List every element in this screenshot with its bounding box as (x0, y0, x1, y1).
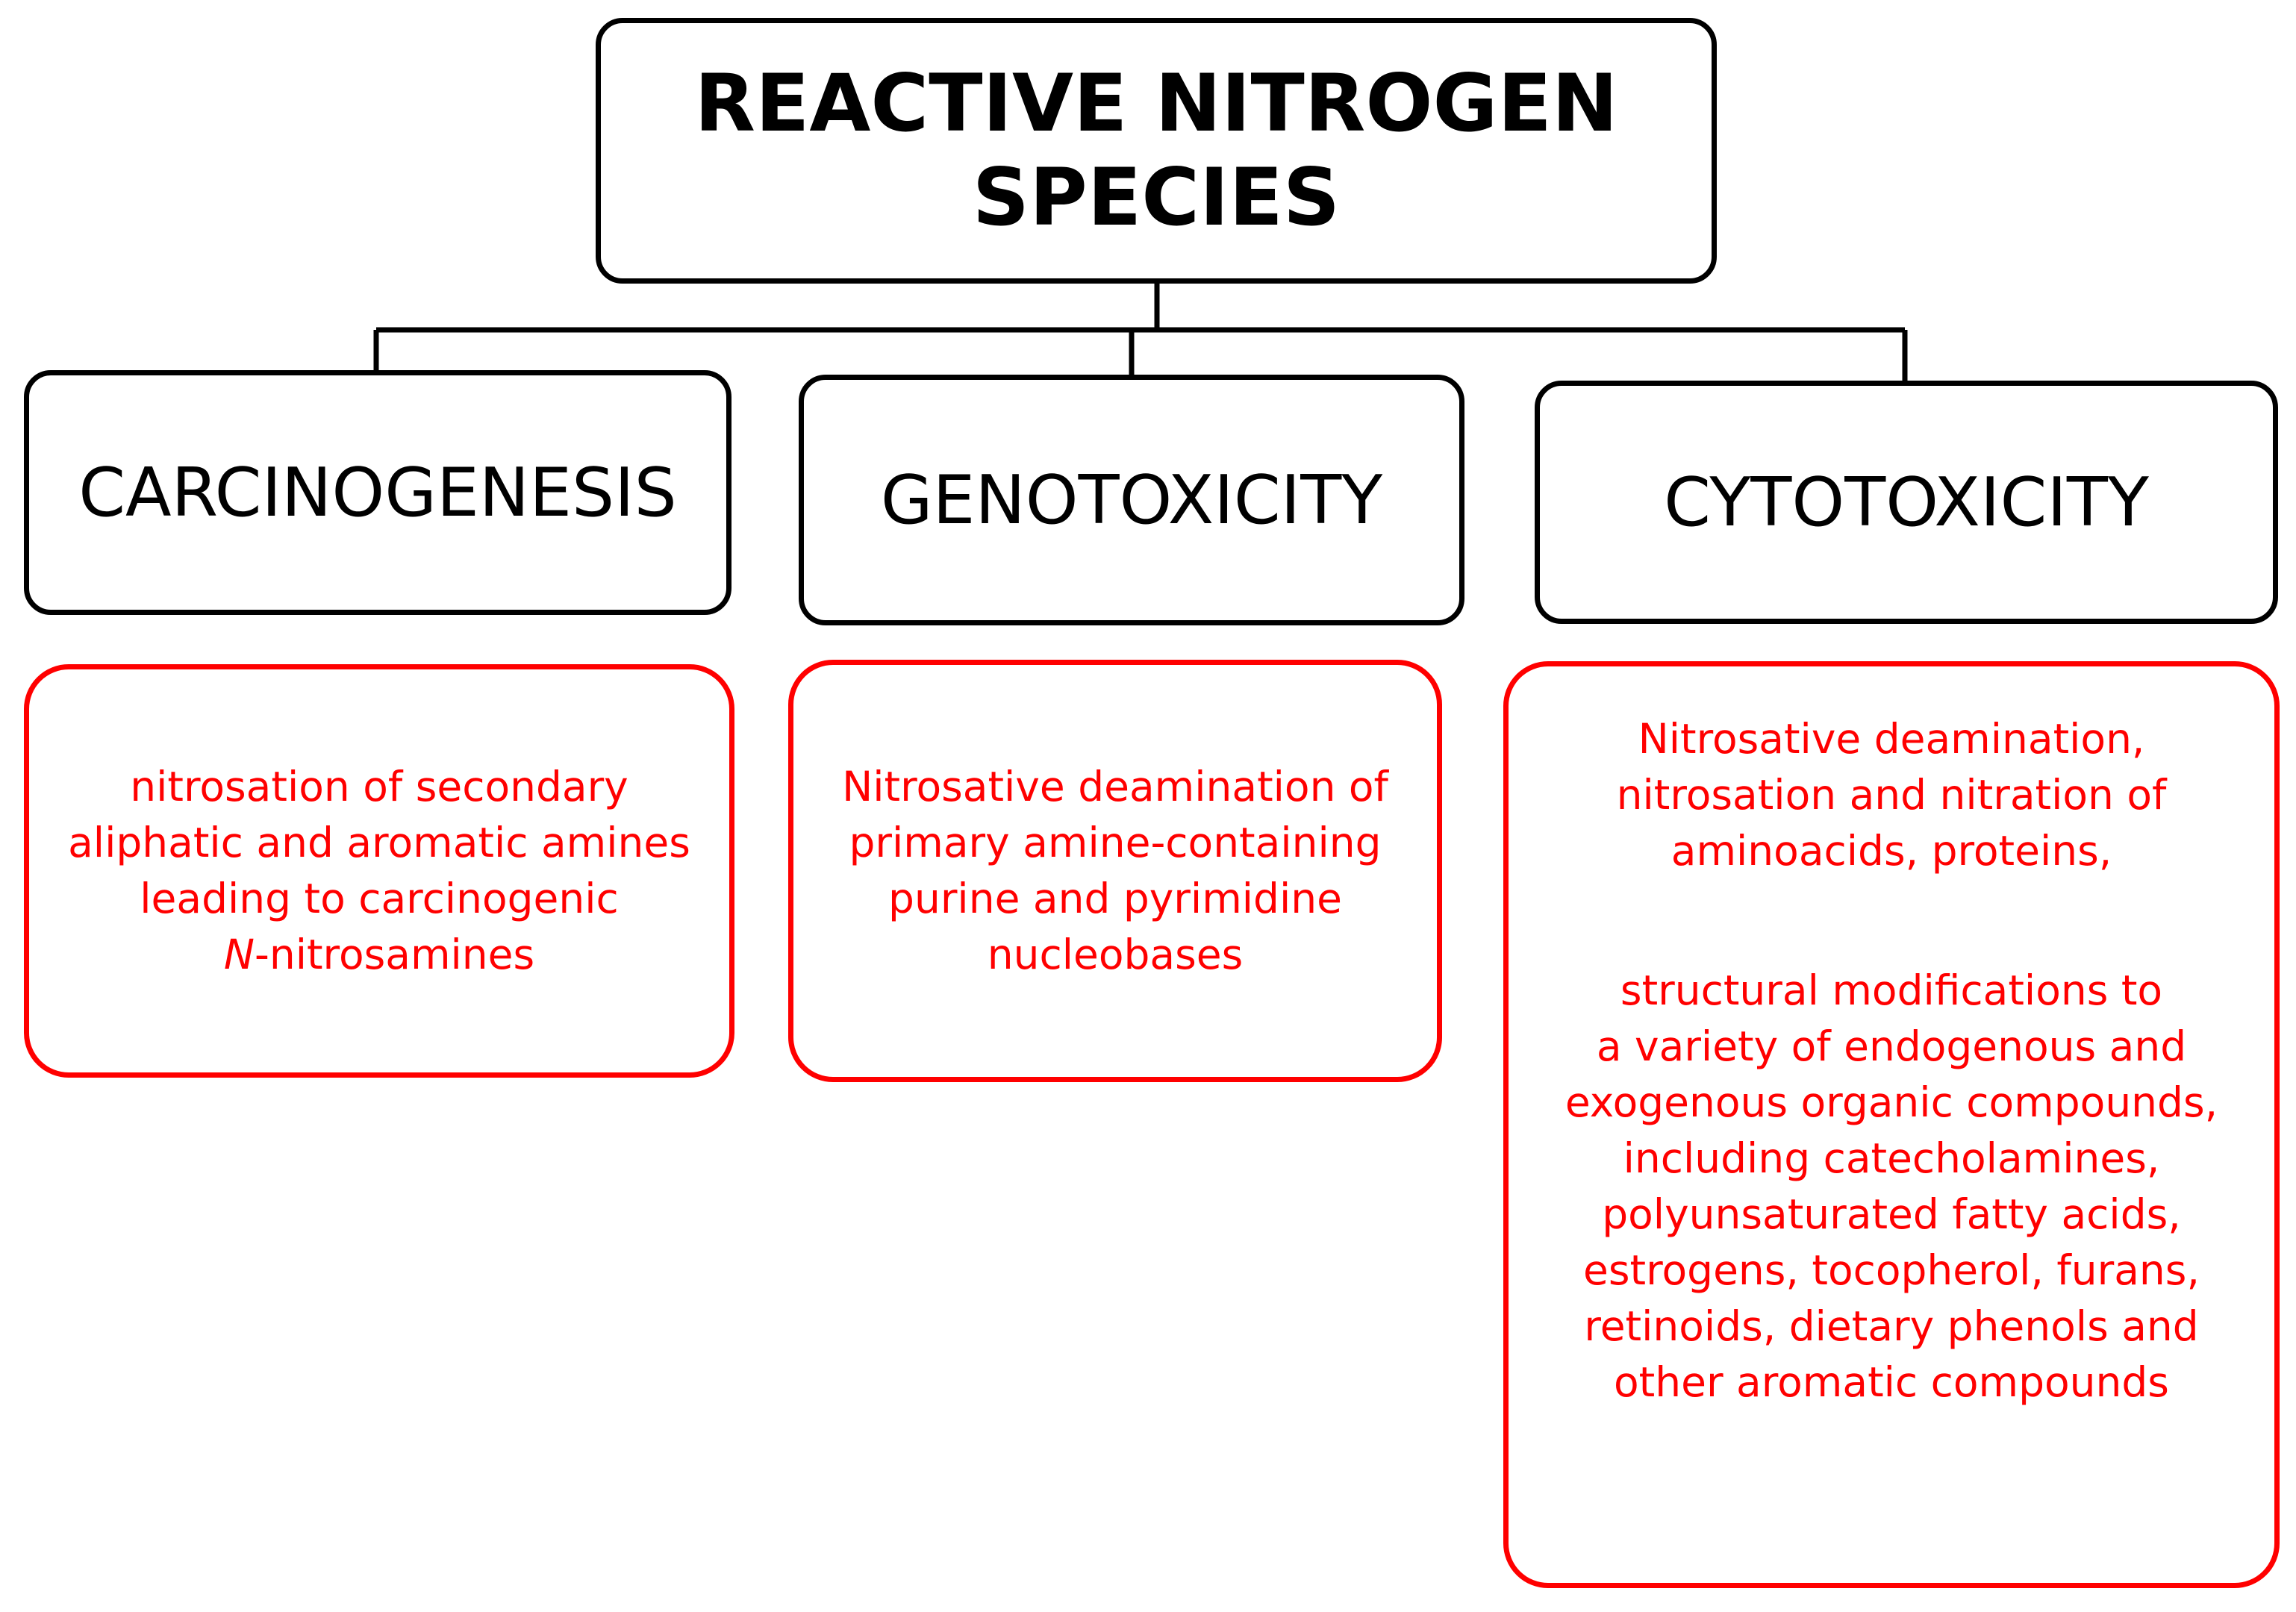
detail-line: including catecholamines, (1623, 1134, 2160, 1182)
category-node-genotoxicity: GENOTOXICITY (799, 375, 1464, 625)
detail-line: aliphatic and aromatic amines (68, 819, 690, 866)
detail-box-genotoxicity: Nitrosative deamination of primary amine… (788, 660, 1442, 1082)
detail-line: Nitrosative deamination, (1638, 715, 2145, 763)
detail-line-nitrosamines: N-nitrosamines (224, 927, 534, 983)
detail-line: polyunsaturated fatty acids, (1602, 1190, 2181, 1238)
italic-n-prefix: N (223, 931, 255, 978)
category-node-carcinogenesis: CARCINOGENESIS (24, 370, 731, 615)
detail-line: estrogens, tocopherol, furans, (1583, 1246, 2200, 1294)
root-title-line-1: REACTIVE NITROGEN (694, 57, 1618, 149)
detail-line: aminoacids, proteins, (1670, 827, 2112, 875)
category-title-cytotoxicity: CYTOTOXICITY (1664, 463, 2149, 542)
root-title-line-2: SPECIES (972, 151, 1341, 243)
detail-line: leading to carcinogenic (140, 875, 619, 922)
detail-line: nucleobases (987, 931, 1244, 978)
detail-line: exogenous organic compounds, (1565, 1078, 2218, 1126)
detail-line: nitrosation and nitration of (1616, 771, 2167, 819)
detail-line: purine and pyrimidine (888, 875, 1342, 922)
category-title-carcinogenesis: CARCINOGENESIS (78, 453, 677, 532)
detail-line: a variety of endogenous and (1596, 1022, 2187, 1070)
detail-line: primary amine-containing (849, 819, 1382, 866)
detail-box-carcinogenesis: nitrosation of secondary aliphatic and a… (24, 664, 734, 1078)
detail-line: Nitrosative deamination of (842, 763, 1388, 810)
detail-line: structural modifications to (1620, 966, 2163, 1014)
detail-line: nitrosation of secondary (130, 763, 628, 810)
detail-line: retinoids, dietary phenols and (1584, 1302, 2199, 1350)
detail-box-cytotoxicity: Nitrosative deamination, nitrosation and… (1503, 661, 2280, 1588)
category-title-genotoxicity: GENOTOXICITY (880, 460, 1383, 540)
detail-line: other aromatic compounds (1614, 1358, 2169, 1406)
root-node-reactive-nitrogen-species: REACTIVE NITROGEN SPECIES (596, 18, 1717, 284)
nitrosamines-suffix: -nitrosamines (254, 931, 535, 978)
category-node-cytotoxicity: CYTOTOXICITY (1535, 381, 2278, 624)
